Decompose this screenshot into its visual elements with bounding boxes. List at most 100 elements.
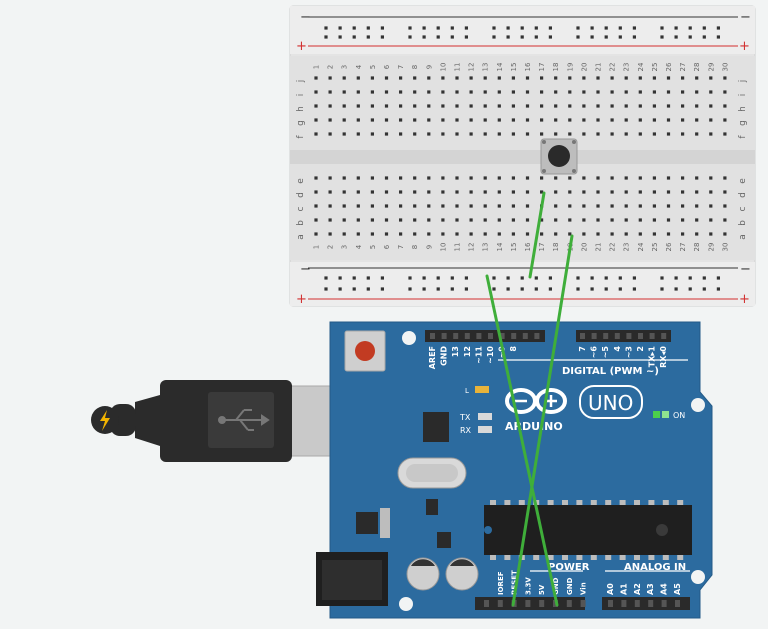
terminal-hole[interactable] xyxy=(554,90,558,94)
terminal-hole[interactable] xyxy=(497,204,501,208)
terminal-hole[interactable] xyxy=(596,204,600,208)
terminal-hole[interactable] xyxy=(497,132,501,136)
terminal-hole[interactable] xyxy=(356,190,360,194)
terminal-hole[interactable] xyxy=(356,76,360,80)
terminal-hole[interactable] xyxy=(709,132,713,136)
terminal-hole[interactable] xyxy=(638,190,642,194)
rail-hole[interactable] xyxy=(604,276,608,280)
rail-hole[interactable] xyxy=(492,287,496,291)
terminal-hole[interactable] xyxy=(568,176,572,180)
rail-hole[interactable] xyxy=(338,276,342,280)
terminal-hole[interactable] xyxy=(497,218,501,222)
terminal-hole[interactable] xyxy=(695,232,699,236)
terminal-hole[interactable] xyxy=(525,90,530,94)
rail-hole[interactable] xyxy=(618,35,622,39)
rail-hole[interactable] xyxy=(632,26,636,30)
terminal-hole[interactable] xyxy=(723,76,727,80)
terminal-hole[interactable] xyxy=(427,176,431,180)
header-pin[interactable] xyxy=(441,333,447,339)
wires[interactable] xyxy=(485,191,574,607)
terminal-hole[interactable] xyxy=(554,232,558,236)
rail-hole[interactable] xyxy=(506,26,510,30)
rail-hole[interactable] xyxy=(408,287,412,291)
terminal-hole[interactable] xyxy=(511,76,515,80)
rail-hole[interactable] xyxy=(366,26,370,30)
rail-hole[interactable] xyxy=(716,35,720,39)
terminal-hole[interactable] xyxy=(497,76,501,80)
terminal-hole[interactable] xyxy=(314,176,318,180)
rail-hole[interactable] xyxy=(436,35,440,39)
terminal-hole[interactable] xyxy=(413,232,417,236)
terminal-hole[interactable] xyxy=(384,132,389,136)
terminal-hole[interactable] xyxy=(709,218,713,222)
terminal-hole[interactable] xyxy=(370,176,374,180)
terminal-hole[interactable] xyxy=(540,104,544,108)
terminal-hole[interactable] xyxy=(723,90,727,94)
header-pin[interactable] xyxy=(591,333,597,339)
terminal-hole[interactable] xyxy=(695,76,699,80)
terminal-hole[interactable] xyxy=(709,118,713,122)
terminal-hole[interactable] xyxy=(441,90,445,94)
terminal-hole[interactable] xyxy=(342,90,346,94)
terminal-hole[interactable] xyxy=(483,104,487,108)
terminal-hole[interactable] xyxy=(525,176,530,180)
terminal-hole[interactable] xyxy=(314,218,318,222)
terminal-hole[interactable] xyxy=(511,176,515,180)
rail-hole[interactable] xyxy=(436,26,440,30)
terminal-hole[interactable] xyxy=(525,132,530,136)
rail-hole[interactable] xyxy=(464,276,468,280)
terminal-hole[interactable] xyxy=(328,176,332,180)
rail-hole[interactable] xyxy=(716,276,720,280)
rail-hole[interactable] xyxy=(716,287,720,291)
push-button[interactable] xyxy=(540,138,578,175)
terminal-hole[interactable] xyxy=(525,76,530,80)
terminal-hole[interactable] xyxy=(582,90,586,94)
rail-hole[interactable] xyxy=(590,26,594,30)
terminal-hole[interactable] xyxy=(441,118,445,122)
terminal-hole[interactable] xyxy=(540,90,544,94)
rail-hole[interactable] xyxy=(422,35,426,39)
rail-hole[interactable] xyxy=(548,276,552,280)
terminal-hole[interactable] xyxy=(695,90,699,94)
rail-hole[interactable] xyxy=(380,276,384,280)
rail-hole[interactable] xyxy=(548,26,552,30)
terminal-hole[interactable] xyxy=(497,90,501,94)
terminal-hole[interactable] xyxy=(483,76,487,80)
terminal-hole[interactable] xyxy=(596,190,600,194)
rail-hole[interactable] xyxy=(660,35,664,39)
terminal-hole[interactable] xyxy=(554,76,558,80)
terminal-hole[interactable] xyxy=(427,132,431,136)
terminal-hole[interactable] xyxy=(342,232,346,236)
terminal-hole[interactable] xyxy=(328,76,332,80)
rail-hole[interactable] xyxy=(576,35,580,39)
terminal-hole[interactable] xyxy=(525,232,530,236)
terminal-hole[interactable] xyxy=(370,118,374,122)
terminal-hole[interactable] xyxy=(723,118,727,122)
terminal-hole[interactable] xyxy=(652,90,656,94)
terminal-hole[interactable] xyxy=(568,90,572,94)
terminal-hole[interactable] xyxy=(568,232,572,236)
terminal-hole[interactable] xyxy=(328,118,332,122)
rail-hole[interactable] xyxy=(688,26,692,30)
rail-hole[interactable] xyxy=(422,287,426,291)
terminal-hole[interactable] xyxy=(554,218,558,222)
terminal-hole[interactable] xyxy=(356,104,360,108)
terminal-hole[interactable] xyxy=(342,118,346,122)
rail-hole[interactable] xyxy=(674,35,678,39)
rail-hole[interactable] xyxy=(534,35,538,39)
terminal-hole[interactable] xyxy=(399,218,403,222)
terminal-hole[interactable] xyxy=(441,190,445,194)
header-pin[interactable] xyxy=(661,600,667,607)
header-pin[interactable] xyxy=(661,333,667,339)
terminal-hole[interactable] xyxy=(441,176,445,180)
terminal-hole[interactable] xyxy=(399,104,403,108)
terminal-hole[interactable] xyxy=(681,204,685,208)
terminal-hole[interactable] xyxy=(582,132,586,136)
rail-hole[interactable] xyxy=(590,35,594,39)
terminal-hole[interactable] xyxy=(328,104,332,108)
terminal-hole[interactable] xyxy=(596,76,600,80)
terminal-hole[interactable] xyxy=(681,190,685,194)
rail-hole[interactable] xyxy=(366,35,370,39)
terminal-hole[interactable] xyxy=(525,218,530,222)
terminal-hole[interactable] xyxy=(455,190,459,194)
